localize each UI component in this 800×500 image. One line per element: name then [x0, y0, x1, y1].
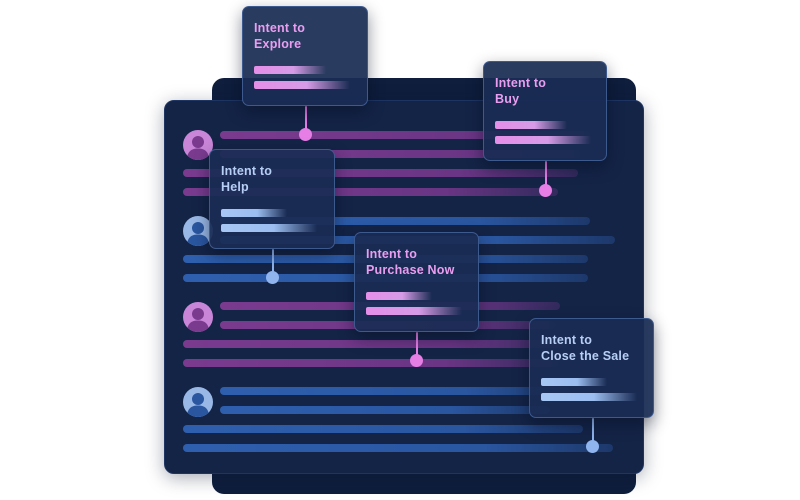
person-silhouette-icon [187, 308, 209, 332]
intent-card-title: Intent to Buy [495, 76, 547, 106]
message-line [220, 131, 590, 139]
intent-card-title: Intent to Help [221, 164, 273, 194]
intent-card-purchase-now: Intent to Purchase Now [354, 232, 479, 332]
message-line [183, 359, 558, 367]
message-line [220, 406, 550, 414]
intent-bar [254, 66, 326, 74]
person-silhouette-icon [187, 136, 209, 160]
intent-bar [366, 292, 432, 300]
avatar-icon [183, 130, 213, 160]
intent-card-title: Intent to Close the Sale [541, 333, 630, 363]
message-line [220, 217, 590, 225]
intent-card-explore: Intent to Explore [242, 6, 368, 106]
connector-dot [410, 354, 423, 367]
intent-bar [221, 209, 287, 217]
intent-bar [495, 121, 567, 129]
connector-dot [586, 440, 599, 453]
message-line [183, 340, 568, 348]
intent-card-help: Intent to Help [209, 149, 335, 249]
intent-bar [221, 224, 317, 232]
connector-line [545, 161, 547, 186]
avatar-icon [183, 302, 213, 332]
connector-dot [539, 184, 552, 197]
intent-bar [541, 393, 637, 401]
connector-line [305, 106, 307, 130]
connector-dot [299, 128, 312, 141]
connector-dot [266, 271, 279, 284]
intent-card-title: Intent to Purchase Now [366, 247, 455, 277]
person-silhouette-icon [187, 222, 209, 246]
message-line [183, 188, 558, 196]
connector-line [592, 418, 594, 442]
message-line [220, 150, 580, 158]
connector-line [416, 332, 418, 356]
person-silhouette-icon [187, 393, 209, 417]
intent-card-title: Intent to Explore [254, 21, 306, 51]
intent-bar [254, 81, 350, 89]
message-line [183, 169, 578, 177]
avatar-icon [183, 387, 213, 417]
avatar-icon [183, 216, 213, 246]
intent-bar [541, 378, 607, 386]
message-line [183, 425, 583, 433]
connector-line [272, 249, 274, 272]
intent-card-close-sale: Intent to Close the Sale [529, 318, 654, 418]
message-line [183, 444, 613, 452]
intent-bar [366, 307, 462, 315]
message-line [220, 387, 570, 395]
intent-bar [495, 136, 591, 144]
intent-card-buy: Intent to Buy [483, 61, 607, 161]
